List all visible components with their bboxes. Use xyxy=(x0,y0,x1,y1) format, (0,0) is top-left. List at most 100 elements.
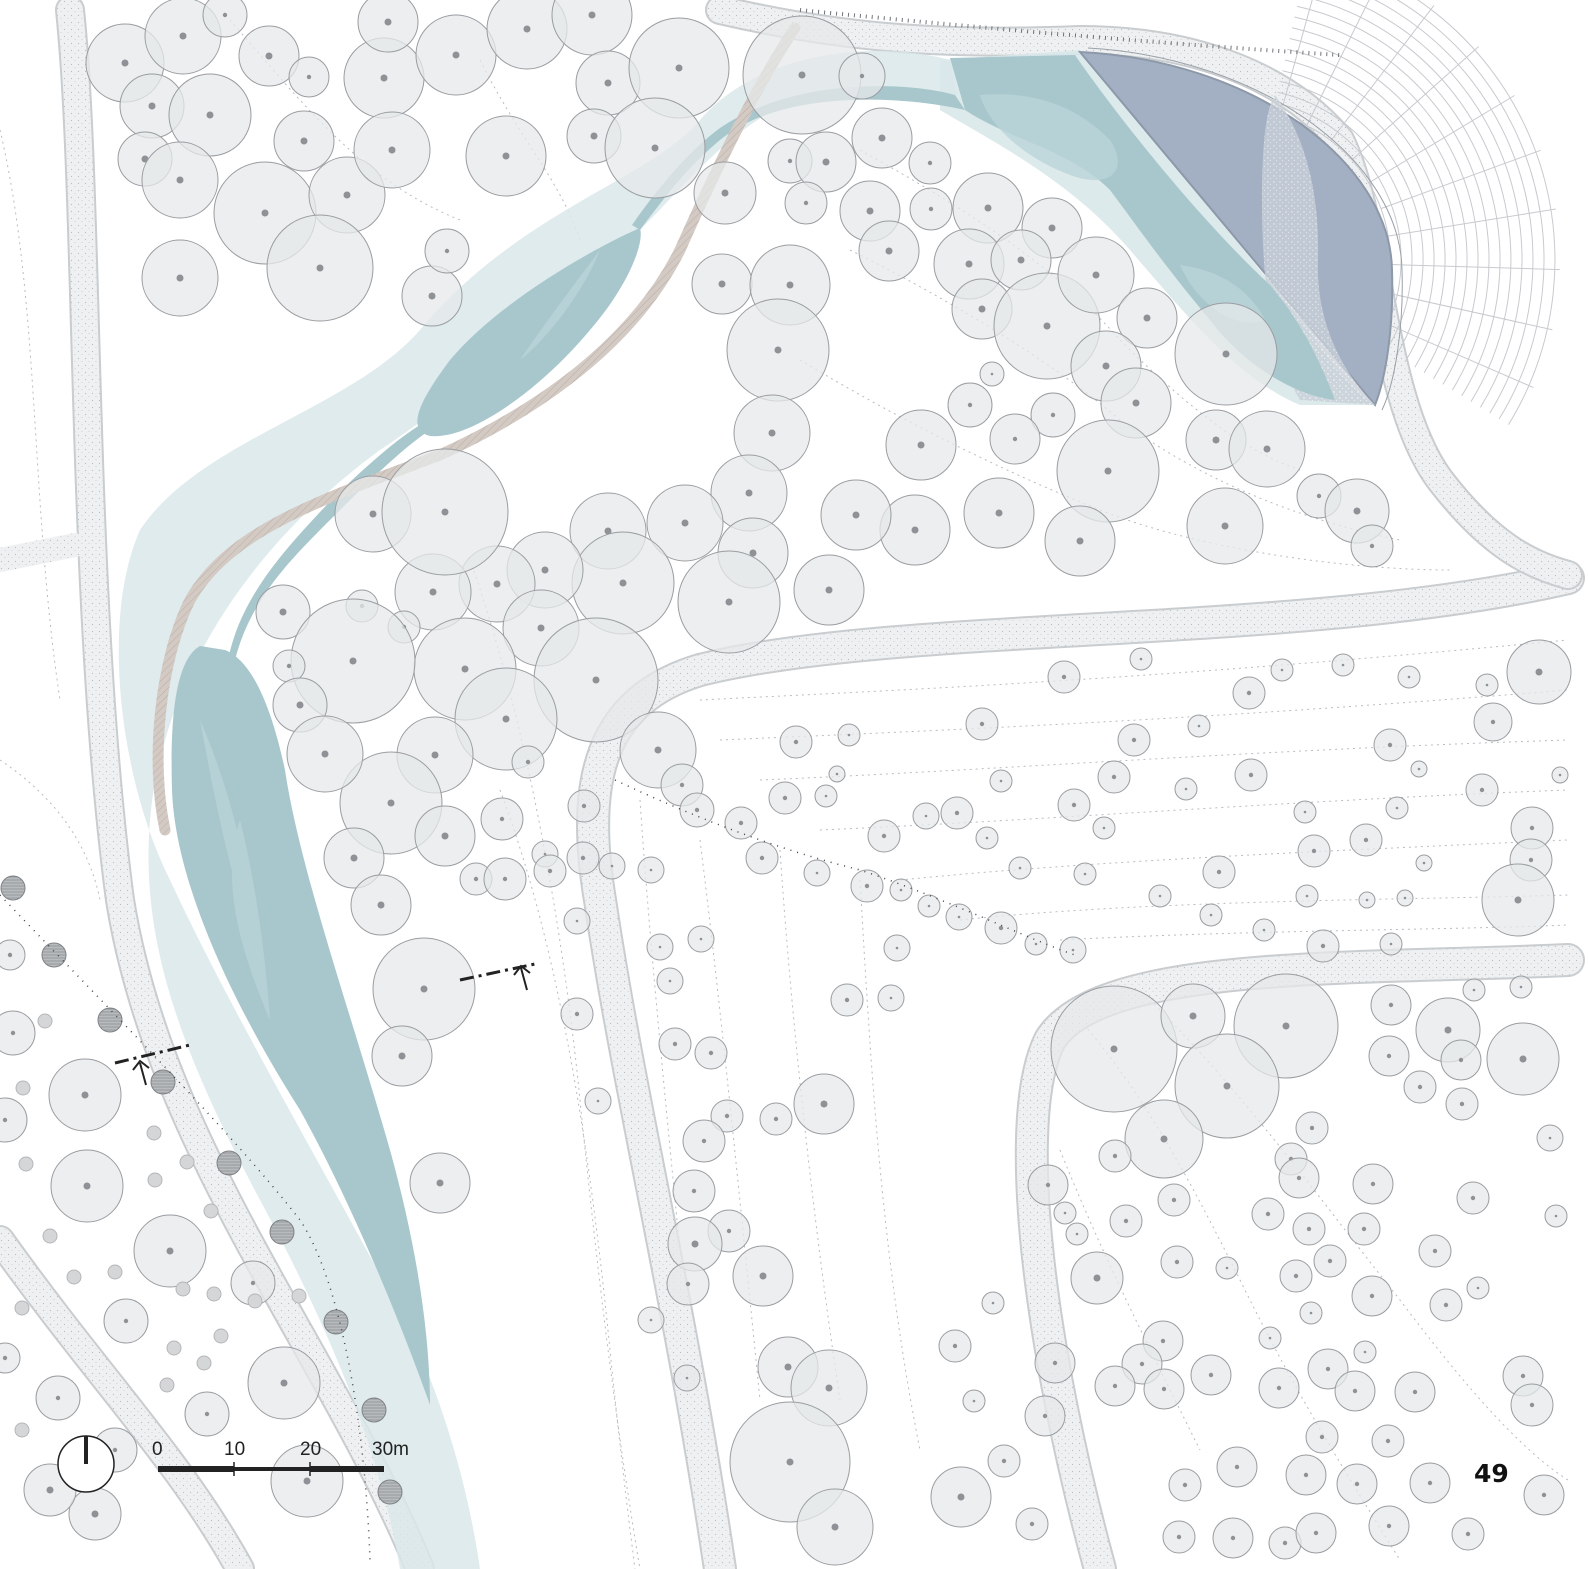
tree-trunk xyxy=(1548,1136,1552,1140)
tree-trunk xyxy=(1280,668,1284,672)
tree-trunk xyxy=(852,511,860,519)
scale-segment xyxy=(158,1466,234,1472)
tree-trunk xyxy=(1161,1386,1167,1392)
tree-trunk xyxy=(461,665,469,673)
tree-trunk xyxy=(543,852,547,856)
tree-trunk xyxy=(581,803,587,809)
tree-trunk xyxy=(1112,1383,1118,1389)
shrub-dark xyxy=(269,1219,295,1245)
tree-trunk xyxy=(1216,869,1222,875)
shrub-light xyxy=(42,1228,58,1244)
tree-trunk xyxy=(261,209,269,217)
shrub-light xyxy=(203,1203,219,1219)
tree-trunk xyxy=(691,1240,699,1248)
tree-trunk xyxy=(1029,1521,1035,1527)
tree-trunk xyxy=(1386,1053,1392,1059)
tree-trunk xyxy=(452,51,460,59)
tree-trunk xyxy=(1386,1523,1392,1529)
tree-trunk xyxy=(725,598,733,606)
tree-trunk xyxy=(859,73,865,79)
tree-trunk xyxy=(1102,362,1110,370)
tree-trunk xyxy=(820,1100,828,1108)
tree-trunk xyxy=(303,1477,311,1485)
tree-trunk xyxy=(2,1355,8,1361)
tree-trunk xyxy=(1076,537,1084,545)
tree-trunk xyxy=(1427,1480,1433,1486)
tree-trunk xyxy=(1208,1372,1214,1378)
shrub-light xyxy=(147,1172,163,1188)
section-marker-west xyxy=(114,1043,191,1086)
tree-trunk xyxy=(176,274,184,282)
shrub-light xyxy=(179,1154,195,1170)
tree-trunk xyxy=(384,18,392,26)
tree-trunk xyxy=(972,1399,976,1403)
contour-line xyxy=(759,739,1569,781)
tree-trunk xyxy=(1248,772,1254,778)
tree-trunk xyxy=(1465,1531,1471,1537)
scale-label-30m: 30m xyxy=(372,1439,409,1460)
terrace-arc xyxy=(1277,91,1413,351)
terrace-arc xyxy=(1279,80,1424,356)
tree-trunk xyxy=(279,608,287,616)
tree-trunk xyxy=(1018,866,1022,870)
tree-trunk xyxy=(1370,1181,1376,1187)
dotted-boundaries xyxy=(0,779,1076,1561)
tree-trunk xyxy=(1176,1534,1182,1540)
tree-trunk xyxy=(1519,985,1523,989)
tree-trunk xyxy=(280,1379,288,1387)
shrub-dark xyxy=(323,1309,349,1335)
tree-trunk xyxy=(1352,1388,1358,1394)
tree-trunk xyxy=(825,586,833,594)
contour-line xyxy=(719,689,1569,741)
tree-trunk xyxy=(1341,663,1345,667)
tree-trunk xyxy=(928,206,934,212)
tree-trunk xyxy=(46,1486,54,1494)
tree-trunk xyxy=(176,176,184,184)
tree-trunk xyxy=(822,158,830,166)
tree-trunk xyxy=(681,519,689,527)
contour-line xyxy=(0,129,61,701)
tree-trunk xyxy=(724,1113,730,1119)
terrace-arc xyxy=(1396,0,1545,420)
tree-trunk xyxy=(306,74,312,80)
terrace-arc xyxy=(1416,0,1556,425)
scale-label-10: 10 xyxy=(224,1439,245,1460)
shrub-light xyxy=(18,1156,34,1172)
tree-trunk xyxy=(112,1447,118,1453)
terrace-arc xyxy=(1287,48,1457,374)
tree-trunk xyxy=(759,1272,767,1280)
tree-trunk xyxy=(1223,1082,1231,1090)
arrow-up-icon xyxy=(132,1059,150,1086)
tree-trunk xyxy=(1528,857,1534,863)
shrubs xyxy=(0,875,403,1505)
tree-trunk xyxy=(1075,1232,1079,1236)
contour-line xyxy=(479,59,581,241)
terrace-radial xyxy=(1386,292,1553,331)
tree-trunk xyxy=(580,855,586,861)
tree-trunk xyxy=(296,701,304,709)
tree-trunk xyxy=(990,372,994,376)
tree-trunk xyxy=(1554,1214,1558,1218)
page-number: 49 xyxy=(1474,1459,1509,1488)
tree-trunk xyxy=(428,292,436,300)
tree-canopy xyxy=(0,1097,28,1143)
water-corridor-halo xyxy=(118,50,960,1569)
tree-trunk xyxy=(1306,1226,1312,1232)
shrub-dark xyxy=(150,1069,176,1095)
terrace-arc xyxy=(1284,59,1446,368)
tree-trunk xyxy=(774,346,782,354)
tree-trunk xyxy=(1303,1472,1309,1478)
tree-trunk xyxy=(250,1280,256,1286)
tree-trunk xyxy=(537,624,545,632)
tree-trunk xyxy=(784,1363,792,1371)
terrace-radial xyxy=(1306,0,1370,126)
tree-trunk xyxy=(1110,1045,1118,1053)
scale-bar: 0 10 20 30m xyxy=(152,1439,409,1476)
tree-trunk xyxy=(878,134,886,142)
terrace-arc xyxy=(1289,38,1468,379)
tree-trunk xyxy=(1316,493,1322,499)
tree-trunk xyxy=(222,12,228,18)
tree-trunk xyxy=(1209,913,1213,917)
tree-trunk xyxy=(718,280,726,288)
tree-trunk xyxy=(179,32,187,40)
